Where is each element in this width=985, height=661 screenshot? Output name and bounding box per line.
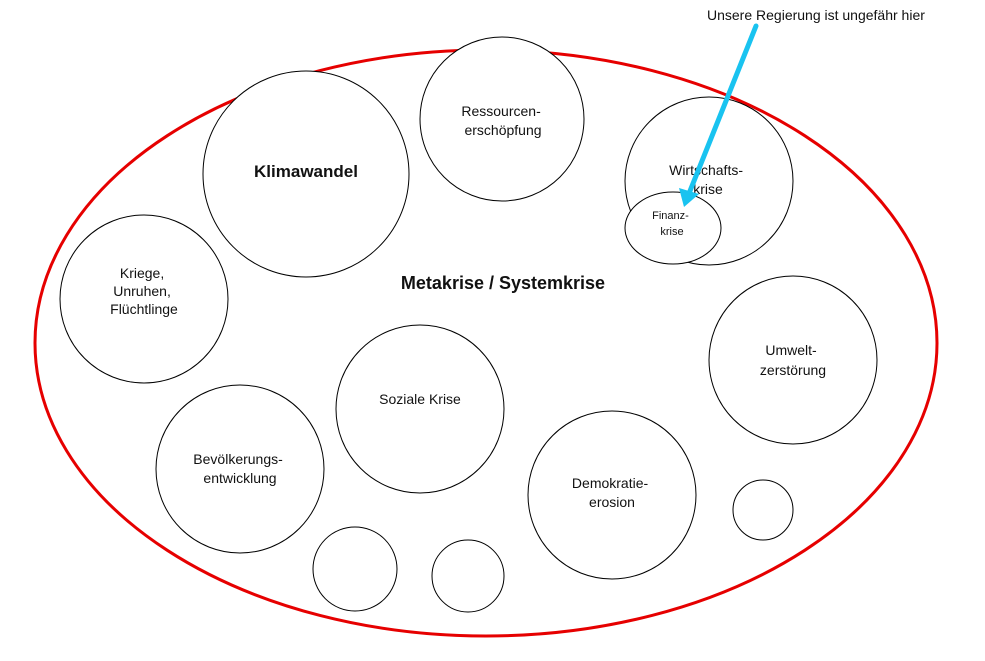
- label-demokratie-line2: erosion: [589, 494, 635, 510]
- label-ressourcen-line2: erschöpfung: [464, 122, 541, 138]
- label-umwelt-line1: Umwelt-: [765, 342, 817, 358]
- label-kriege-line3: Flüchtlinge: [110, 301, 178, 317]
- label-bevoelkerung-line2: entwicklung: [203, 470, 276, 486]
- circle-demokratie: [527, 410, 697, 580]
- pointer-arrow-line: [687, 23, 759, 194]
- label-kriege: Kriege, Unruhen, Flüchtlinge: [110, 265, 178, 317]
- label-finanz-line2: krise: [660, 226, 683, 238]
- circle-kriege: [59, 214, 229, 384]
- circle-finanz: [624, 191, 722, 265]
- label-kriege-line1: Kriege,: [120, 265, 164, 281]
- circle-klimawandel: [202, 70, 410, 278]
- label-ressourcen: Ressourcen- erschöpfung: [461, 103, 544, 138]
- circle-bevoelkerung: [155, 384, 325, 554]
- label-ressourcen-line1: Ressourcen-: [461, 103, 541, 119]
- annotation-text: Unsere Regierung ist ungefähr hier: [707, 7, 925, 23]
- pointer-arrow-head: [679, 188, 699, 207]
- circle-sozial: [335, 324, 505, 494]
- label-finanz: Finanz- krise: [652, 210, 692, 238]
- circle-umwelt: [708, 275, 878, 445]
- circle-empty-left: [312, 526, 398, 612]
- label-sozial: Soziale Krise: [379, 391, 461, 407]
- label-bevoelkerung: Bevölkerungs- entwicklung: [193, 451, 286, 486]
- label-finanz-line1: Finanz-: [652, 210, 689, 222]
- circle-empty-right: [732, 479, 794, 541]
- label-umwelt: Umwelt- zerstörung: [760, 342, 826, 378]
- label-demokratie-line1: Demokratie-: [572, 475, 649, 491]
- circle-ressourcen: [419, 36, 585, 202]
- label-demokratie: Demokratie- erosion: [572, 475, 652, 510]
- label-klimawandel: Klimawandel: [254, 162, 358, 181]
- center-title: Metakrise / Systemkrise: [401, 273, 605, 293]
- circle-empty-middle: [431, 539, 505, 613]
- label-kriege-line2: Unruhen,: [113, 283, 171, 299]
- label-wirtschaft-line1: Wirtschafts-: [669, 162, 743, 178]
- label-bevoelkerung-line1: Bevölkerungs-: [193, 451, 283, 467]
- label-wirtschaft: Wirtschafts- krise: [669, 162, 747, 197]
- label-wirtschaft-line2: krise: [693, 181, 723, 197]
- label-umwelt-line2: zerstörung: [760, 362, 826, 378]
